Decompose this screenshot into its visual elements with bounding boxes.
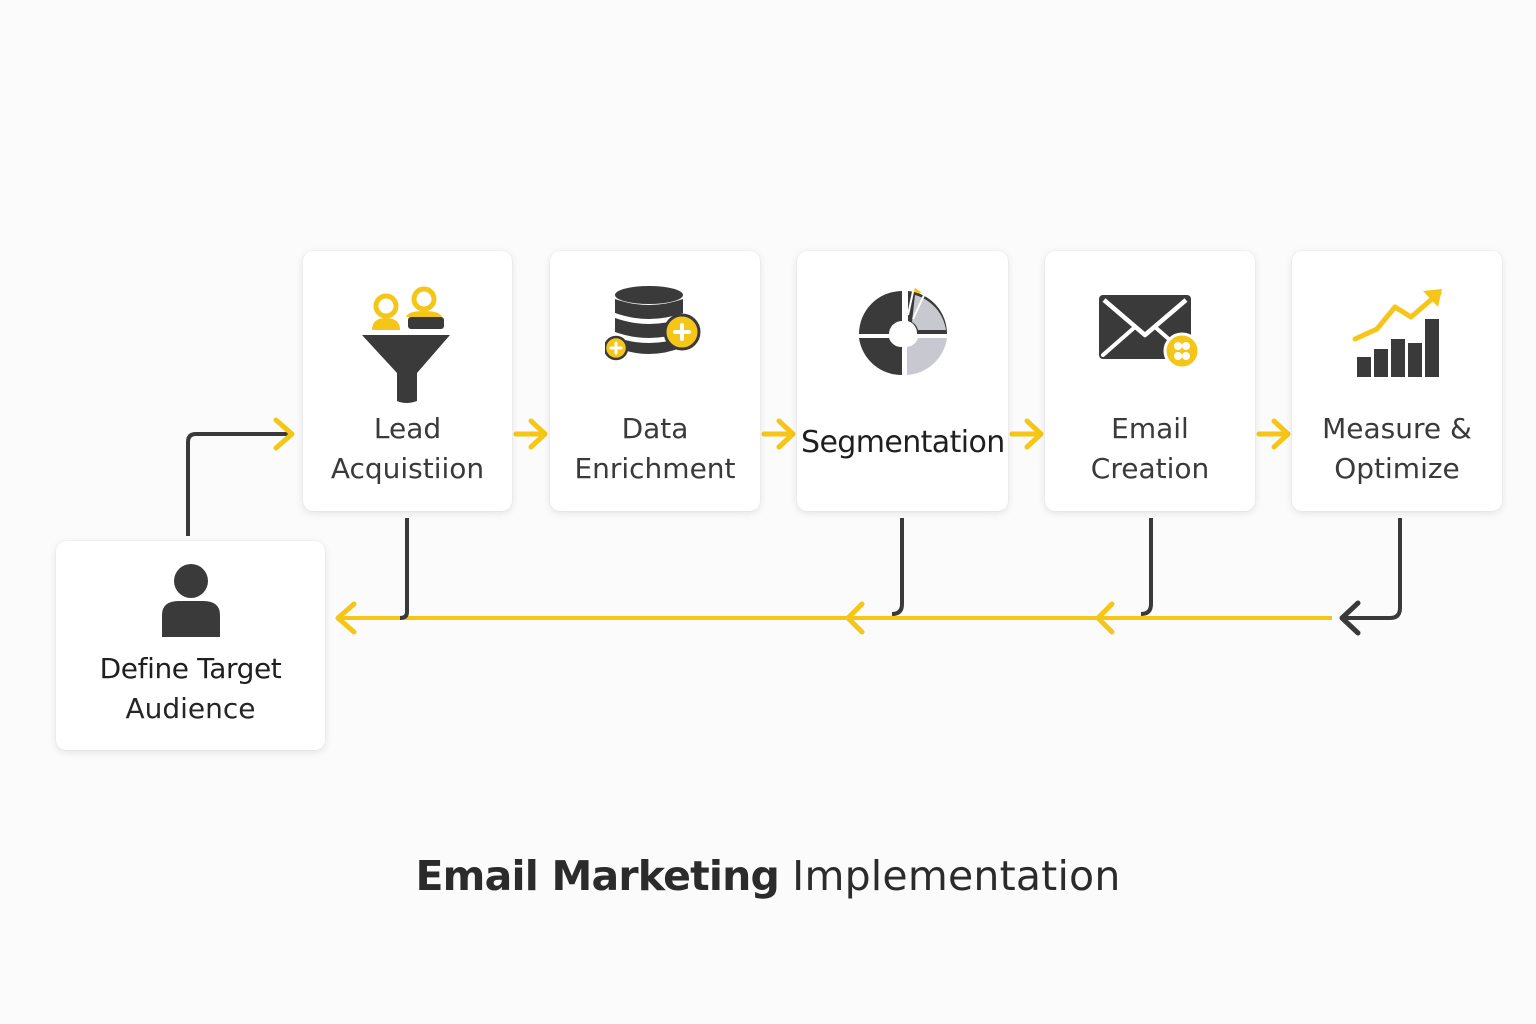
growth-chart-icon [1292, 285, 1502, 381]
title-regular: Implementation [792, 852, 1121, 900]
title-bold: Email Marketing [415, 852, 780, 900]
step-label-measure-optimize: Measure & Optimize [1296, 409, 1498, 489]
step-card-define-target-audience: Define Target Audience [56, 541, 325, 750]
pie-chart-icon [797, 285, 1008, 381]
label-line: Creation [1090, 452, 1210, 485]
drop-line-segmentation [891, 518, 904, 616]
drop-line-measure [1344, 518, 1402, 620]
funnel-people-icon [303, 285, 512, 405]
step-card-email-creation: Email Creation [1045, 251, 1255, 511]
label-line: Measure & [1322, 412, 1472, 445]
feedback-chevron-segmentation [845, 601, 865, 635]
step-card-lead-acquisition: Lead Acquistiion [303, 251, 512, 511]
label-line: Email [1111, 412, 1189, 445]
label-line: Audience [125, 692, 256, 725]
drop-line-email [1140, 518, 1153, 616]
step-label-segmentation: Segmentation [801, 423, 1005, 463]
label-line: Define Target [99, 652, 282, 685]
arrowhead-to-lead [273, 417, 295, 451]
feedback-chevron-email [1095, 601, 1115, 635]
step-label-define-target-audience: Define Target Audience [60, 649, 321, 729]
person-icon [56, 563, 325, 643]
label-line: Lead [373, 412, 442, 445]
database-plus-icon [550, 285, 760, 365]
diagram-title: Email Marketing Implementation [0, 848, 1536, 904]
label-line: Data [621, 412, 689, 445]
feedback-arrowhead-audience [335, 601, 357, 635]
arrow-data-to-segmentation [761, 418, 796, 450]
drop-line-lead [399, 518, 409, 620]
return-arrowhead-measure [1339, 600, 1361, 636]
arrow-segmentation-to-email [1009, 418, 1044, 450]
envelope-icon [1045, 285, 1255, 371]
step-label-email-creation: Email Creation [1049, 409, 1251, 489]
label-line: Acquistiion [330, 452, 485, 485]
step-card-measure-optimize: Measure & Optimize [1292, 251, 1502, 511]
step-card-segmentation: Segmentation [797, 251, 1008, 511]
label-line: Segmentation [801, 425, 1005, 460]
arrow-lead-to-data [513, 418, 548, 450]
label-line: Enrichment [574, 452, 736, 485]
step-label-lead-acquisition: Lead Acquistiion [307, 409, 508, 489]
arrow-email-to-measure [1256, 418, 1291, 450]
connector-audience-to-lead [186, 432, 288, 536]
step-card-data-enrichment: Data Enrichment [550, 251, 760, 511]
label-line: Optimize [1334, 452, 1460, 485]
step-label-data-enrichment: Data Enrichment [554, 409, 756, 489]
